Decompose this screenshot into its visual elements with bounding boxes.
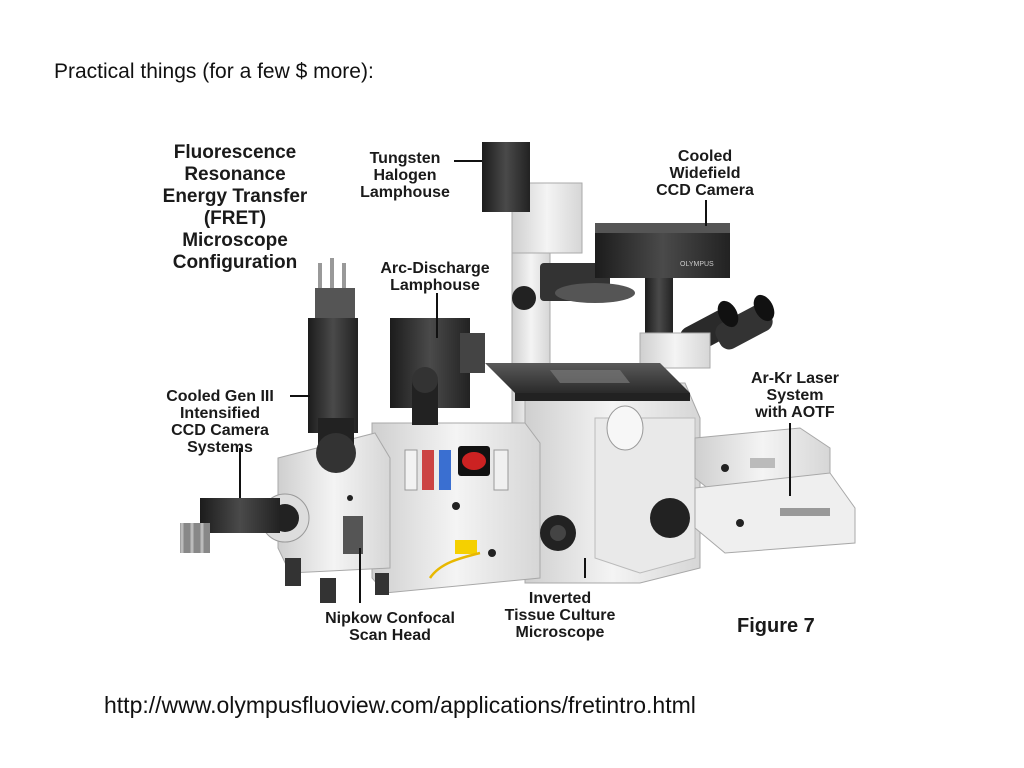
label-arc-discharge-lamphouse: Arc-Discharge Lamphouse	[380, 260, 490, 294]
callout-leader-lines	[239, 160, 791, 603]
condenser-knob	[512, 286, 536, 310]
label-tungsten-lamphouse: Tungsten Halogen Lamphouse	[360, 150, 450, 201]
source-url: http://www.olympusfluoview.com/applicati…	[104, 692, 696, 718]
label-inverted-microscope: Inverted Tissue Culture Microscope	[504, 590, 616, 641]
figure-title: Fluorescence Resonance Energy Transfer (…	[162, 142, 308, 273]
tungsten-lamphouse	[482, 142, 530, 212]
small-ccd-camera	[200, 498, 280, 533]
label-gen3-camera: Cooled Gen III Intensified CCD Camera Sy…	[166, 388, 274, 456]
label-nipkow-scan-head: Nipkow Confocal Scan Head	[325, 610, 455, 644]
camera-brand-text: OLYMPUS	[680, 261, 714, 268]
gen3-camera-stack	[308, 258, 358, 473]
fret-microscope-figure: OLYMPUS	[140, 128, 860, 658]
fiber-optic-cable	[428, 551, 481, 579]
label-widefield-ccd-camera: Cooled Widefield CCD Camera	[656, 148, 754, 199]
eyepieces-icon	[639, 294, 775, 369]
slide-heading: Practical things (for a few $ more):	[54, 60, 374, 83]
laser-system	[694, 427, 856, 554]
label-laser-system: Ar-Kr Laser System with AOTF	[750, 370, 840, 421]
microscope-brand-badge	[606, 405, 644, 451]
microscope-illustration: OLYMPUS	[180, 142, 856, 603]
camera-mount	[645, 278, 673, 333]
figure-number-label: Figure 7	[737, 615, 815, 637]
